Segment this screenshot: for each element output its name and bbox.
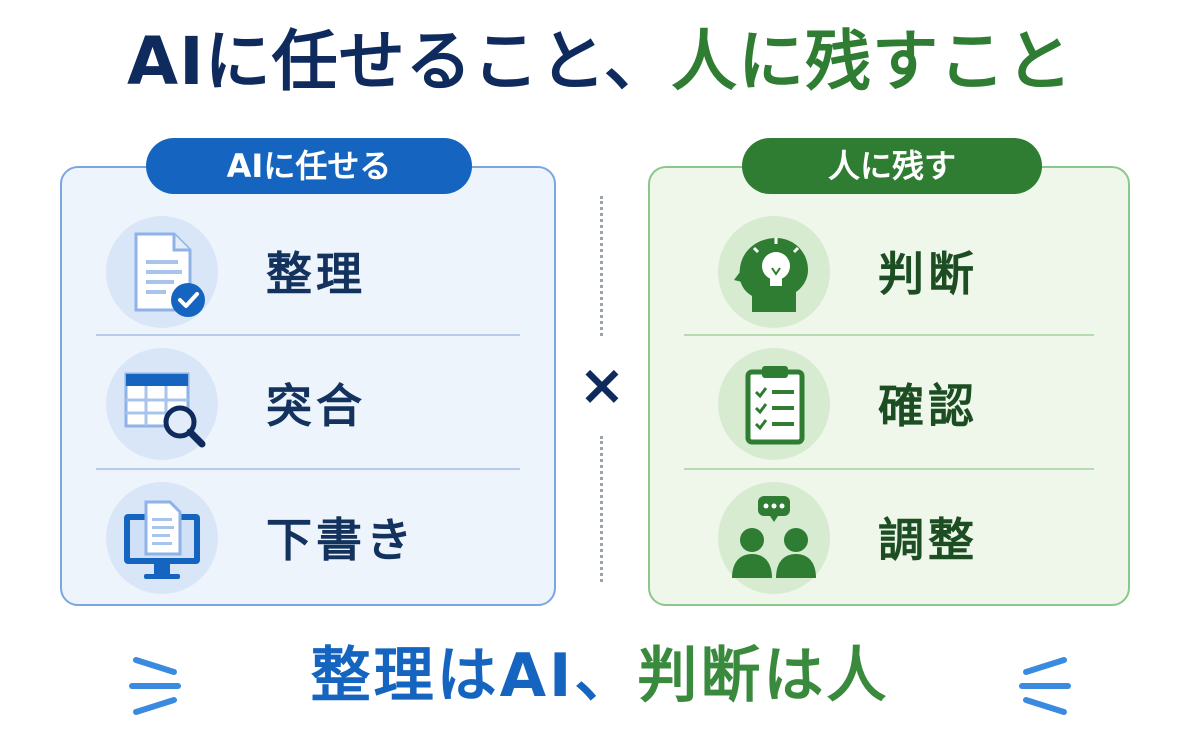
- monitor-document-icon: [106, 482, 218, 594]
- clipboard-checklist-icon: [718, 348, 830, 460]
- title-ai-part: AIに任せること、: [127, 23, 671, 100]
- human-item-label: 確認: [878, 379, 978, 433]
- human-panel-heading: 人に残す: [742, 138, 1042, 194]
- ai-item-label: 下書き: [266, 513, 416, 567]
- right-accent-lines-icon: [1019, 657, 1071, 715]
- divider: [96, 468, 520, 470]
- center-divider-bottom: [600, 436, 603, 582]
- spreadsheet-search-icon: [106, 348, 218, 460]
- left-accent-lines-icon: [129, 657, 181, 715]
- bottom-tagline: 整理はAI、判断は人: [0, 640, 1200, 712]
- ai-panel-heading: AIに任せる: [146, 138, 472, 194]
- tagline-human-part: 判断は人: [637, 641, 890, 711]
- ai-item-label: 突合: [266, 379, 366, 433]
- tagline-ai-part: 整理はAI、: [310, 641, 638, 711]
- human-item-coordinate: 調整: [718, 472, 1118, 602]
- human-item-judge: 判断: [718, 206, 1118, 336]
- ai-panel: 整理 突合: [60, 166, 556, 606]
- ai-item-organize: 整理: [106, 206, 526, 336]
- center-divider-top: [600, 196, 603, 336]
- human-panel: 判断 確認: [648, 166, 1130, 606]
- times-symbol: ×: [578, 353, 626, 418]
- title-human-part: 人に残すこと: [671, 23, 1073, 100]
- divider: [684, 468, 1094, 470]
- human-item-label: 調整: [878, 513, 978, 567]
- ai-item-reconcile: 突合: [106, 338, 526, 468]
- ai-item-draft: 下書き: [106, 472, 526, 602]
- main-title: AIに任せること、人に残すこと: [0, 22, 1200, 101]
- human-item-verify: 確認: [718, 338, 1118, 468]
- ai-item-label: 整理: [266, 247, 366, 301]
- head-lightbulb-icon: [718, 216, 830, 328]
- divider: [96, 334, 520, 336]
- people-speech-icon: [718, 482, 830, 594]
- document-check-icon: [106, 216, 218, 328]
- divider: [684, 334, 1094, 336]
- human-item-label: 判断: [878, 247, 978, 301]
